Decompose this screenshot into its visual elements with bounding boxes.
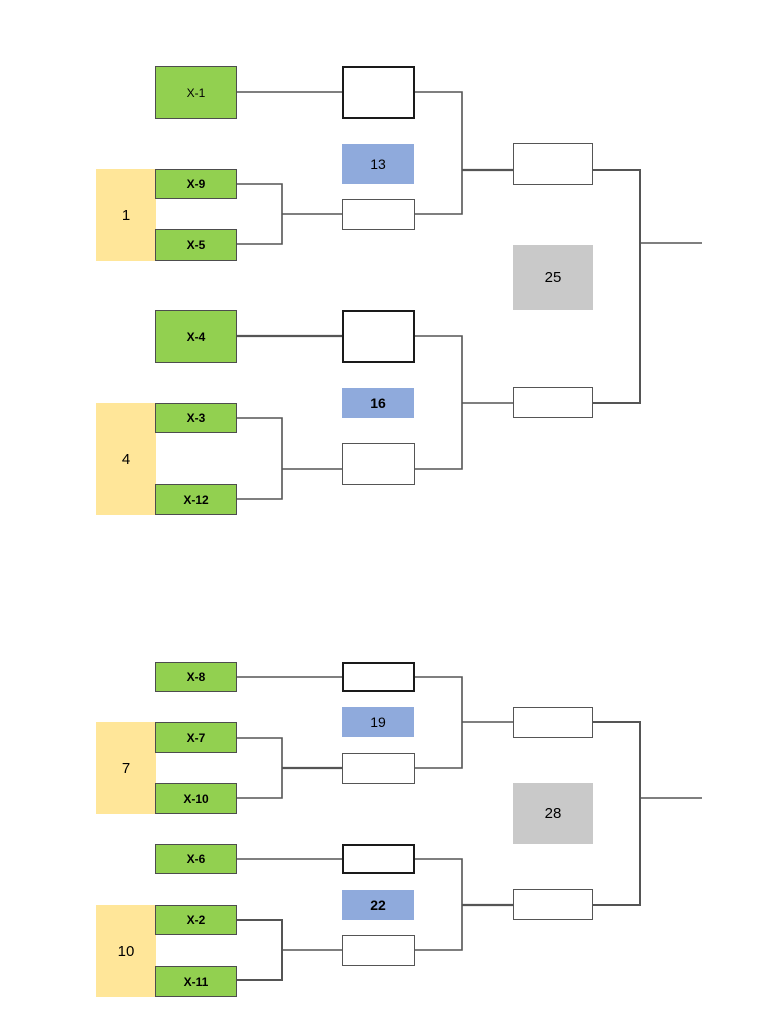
match-label-16: 16 xyxy=(342,388,414,418)
team-label: X-5 xyxy=(186,238,206,252)
team-label: X-12 xyxy=(183,492,209,507)
final-number: 28 xyxy=(544,805,562,822)
round3-slot[interactable] xyxy=(513,143,593,185)
team-box-x8[interactable]: X-8 xyxy=(155,662,237,692)
seed-label: 10 xyxy=(117,942,135,960)
team-box-x11[interactable]: X-11 xyxy=(155,966,237,997)
match-label-13: 13 xyxy=(342,144,414,184)
match-number: 19 xyxy=(370,714,386,730)
seed-label: 4 xyxy=(121,450,131,468)
team-label: X-7 xyxy=(186,730,206,745)
match-number: 22 xyxy=(370,897,386,913)
round2-slot[interactable] xyxy=(342,935,415,966)
round2-slot[interactable] xyxy=(342,662,415,692)
team-label: X-10 xyxy=(183,791,209,806)
final-label-25: 25 xyxy=(513,245,593,310)
team-box-x9[interactable]: X-9 xyxy=(155,169,237,199)
seed-label: 7 xyxy=(121,759,131,777)
round2-slot[interactable] xyxy=(342,66,415,119)
team-box-x3[interactable]: X-3 xyxy=(155,403,237,433)
final-label-28: 28 xyxy=(513,783,593,844)
team-box-x4[interactable]: X-4 xyxy=(155,310,237,363)
team-box-x5[interactable]: X-5 xyxy=(155,229,237,261)
team-box-x1[interactable]: X-1 xyxy=(155,66,237,119)
team-label: X-3 xyxy=(186,411,206,425)
team-box-x10[interactable]: X-10 xyxy=(155,783,237,814)
team-label: X-1 xyxy=(186,85,206,100)
team-box-x2[interactable]: X-2 xyxy=(155,905,237,935)
round3-slot[interactable] xyxy=(513,387,593,418)
team-label: X-9 xyxy=(186,177,206,191)
seed-label: 1 xyxy=(121,206,131,224)
round2-slot[interactable] xyxy=(342,310,415,363)
match-number: 16 xyxy=(370,395,386,411)
round2-slot[interactable] xyxy=(342,753,415,784)
team-label: X-2 xyxy=(186,913,206,927)
team-label: X-4 xyxy=(186,329,206,344)
final-number: 25 xyxy=(544,269,562,286)
round2-slot[interactable] xyxy=(342,844,415,874)
match-label-19: 19 xyxy=(342,707,414,737)
team-label: X-11 xyxy=(183,974,209,989)
team-label: X-8 xyxy=(186,670,206,684)
team-box-x7[interactable]: X-7 xyxy=(155,722,237,753)
match-number: 13 xyxy=(370,156,386,172)
seed-block-1: 1 xyxy=(96,169,156,261)
team-box-x12[interactable]: X-12 xyxy=(155,484,237,515)
round3-slot[interactable] xyxy=(513,707,593,738)
seed-block-7: 7 xyxy=(96,722,156,814)
round2-slot[interactable] xyxy=(342,199,415,230)
round3-slot[interactable] xyxy=(513,889,593,920)
round2-slot[interactable] xyxy=(342,443,415,485)
match-label-22: 22 xyxy=(342,890,414,920)
seed-block-10: 10 xyxy=(96,905,156,997)
team-box-x6[interactable]: X-6 xyxy=(155,844,237,874)
seed-block-4: 4 xyxy=(96,403,156,515)
team-label: X-6 xyxy=(186,852,206,866)
